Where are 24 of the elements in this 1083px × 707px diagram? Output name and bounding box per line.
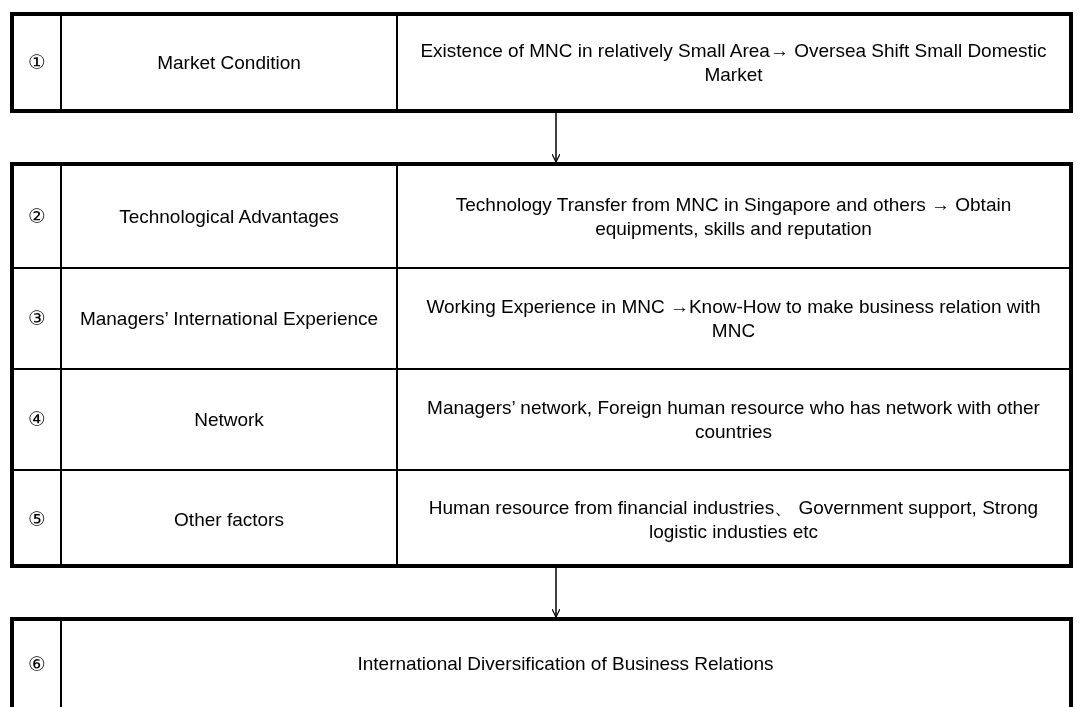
- table-row: [14, 368, 1069, 469]
- row-number: ④: [28, 407, 46, 432]
- table-row: [10, 617, 1073, 707]
- arrow: [551, 112, 561, 163]
- row-description: Managers’ network, Foreign human resource who has network with other countries: [426, 395, 1041, 444]
- row-description: Existence of MNC in relatively Small Area→ Oversea Shift Small Domestic Market: [419, 38, 1048, 87]
- row-number: ②: [28, 204, 46, 229]
- row-description: Human resource from financial industries、 Government support, Strong logistic industies etc: [427, 495, 1040, 544]
- row-heading: Managers’ International Experience: [79, 306, 379, 331]
- row-number: ⑤: [28, 507, 46, 532]
- row-heading: Technological Advantages: [119, 204, 339, 229]
- row-description: Technology Transfer from MNC in Singapore and others → Obtain equipments, skills and reputation: [454, 192, 1013, 241]
- table-block: [10, 162, 1073, 568]
- row-heading: Other factors: [174, 507, 284, 532]
- row-description: International Diversification of Business Relations: [357, 652, 774, 676]
- table-row: [14, 267, 1069, 368]
- row-number: ⑥: [28, 651, 46, 677]
- row-heading: Market Condition: [157, 50, 301, 75]
- row-number: ③: [28, 306, 46, 331]
- row-heading: Network: [194, 407, 264, 432]
- arrow: [551, 567, 561, 618]
- row-number: ①: [28, 50, 46, 75]
- table-row: [10, 12, 1073, 113]
- row-description: Working Experience in MNC →Know-How to make business relation with MNC: [425, 294, 1042, 343]
